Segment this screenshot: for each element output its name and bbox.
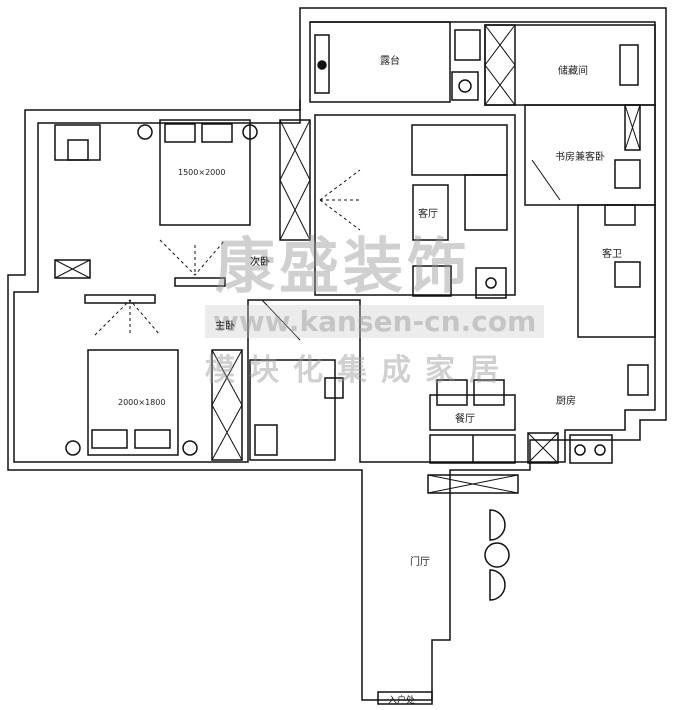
room-label-balcony: 露台 xyxy=(380,56,400,67)
master-bedroom-bed xyxy=(87,349,179,456)
balcony-room xyxy=(309,21,451,103)
second-bedroom-bed xyxy=(159,119,251,226)
room-label-kitchen: 厨房 xyxy=(556,396,576,407)
room-label-master-bedroom: 主卧 xyxy=(215,321,235,332)
watermark-brand: 康盛装饰 xyxy=(215,232,471,302)
room-label-foyer: 门厅 xyxy=(410,557,430,568)
outer-wall xyxy=(7,7,667,701)
guest-bath-small xyxy=(249,359,336,461)
watermark-url: www.kansen-cn.com xyxy=(205,305,545,338)
watermark-slogan: 模块化集成家居 xyxy=(205,353,513,388)
living-room xyxy=(314,114,516,296)
room-label-living: 客厅 xyxy=(418,209,438,220)
bed-size-second: 1500×2000 xyxy=(178,168,226,177)
bed-size-master: 2000×1800 xyxy=(118,398,166,407)
room-label-dining: 餐厅 xyxy=(455,414,475,425)
room-label-storage: 储藏间 xyxy=(558,66,588,77)
room-label-guest-bath: 客卫 xyxy=(602,249,622,260)
room-label-second-bedroom: 次卧 xyxy=(250,257,270,268)
dining-table xyxy=(429,394,516,431)
room-label-entrance: 入户处 xyxy=(388,696,416,706)
room-label-study: 书房兼客卧 xyxy=(555,152,605,163)
inner-wall xyxy=(13,21,656,463)
